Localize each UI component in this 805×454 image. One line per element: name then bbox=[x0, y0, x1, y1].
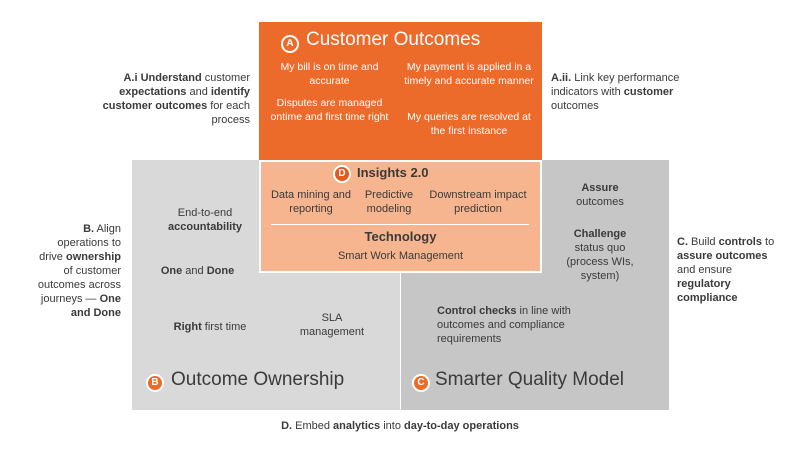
outcome-bill: My bill is on time and accurate bbox=[280, 61, 379, 87]
b-item-right-first-time: Right first time bbox=[173, 321, 247, 333]
badge-b: B bbox=[146, 374, 164, 392]
insight-downstream-impact: Downstream impact prediction bbox=[429, 189, 527, 215]
b-item-sla: SLA management bbox=[299, 312, 365, 338]
outcome-payment: My payment is applied in a timely and ac… bbox=[404, 61, 534, 87]
outcome-queries: My queries are resolved at the first ins… bbox=[407, 111, 531, 137]
outcome-ownership-title: Outcome Ownership bbox=[171, 369, 345, 390]
b-item-one-and-done: One and Done bbox=[160, 265, 235, 277]
customer-outcomes-panel bbox=[259, 22, 542, 160]
insights-panel bbox=[259, 160, 542, 273]
insights-title: Insights 2.0 bbox=[357, 165, 429, 180]
customer-outcomes-title: Customer Outcomes bbox=[306, 29, 481, 50]
annotation-b: B. Align operations to drive ownership o… bbox=[37, 223, 121, 319]
technology-item: Smart Work Management bbox=[337, 250, 464, 262]
technology-title: Technology bbox=[364, 229, 437, 244]
insights-divider bbox=[271, 224, 529, 225]
annotation-d: D. Embed analytics into day-to-day opera… bbox=[281, 420, 519, 432]
insight-data-mining: Data mining and reporting bbox=[270, 189, 352, 215]
smarter-quality-title: Smarter Quality Model bbox=[435, 369, 625, 390]
insight-predictive-modeling: Predictive modeling bbox=[364, 189, 414, 215]
annotation-a-i: A.i Understand customer expectations and… bbox=[102, 72, 250, 126]
c-item-control-checks: Control checks in line with outcomes and… bbox=[437, 305, 571, 345]
annotation-c: C. Build controls to assure outcomes and… bbox=[677, 236, 775, 304]
badge-a: A bbox=[281, 35, 299, 53]
annotation-a-ii: A.ii. Link key performance indicators wi… bbox=[551, 72, 680, 112]
outcome-disputes: Disputes are managed ontime and first ti… bbox=[270, 97, 389, 123]
badge-d: D bbox=[333, 165, 351, 183]
badge-c: C bbox=[412, 374, 430, 392]
